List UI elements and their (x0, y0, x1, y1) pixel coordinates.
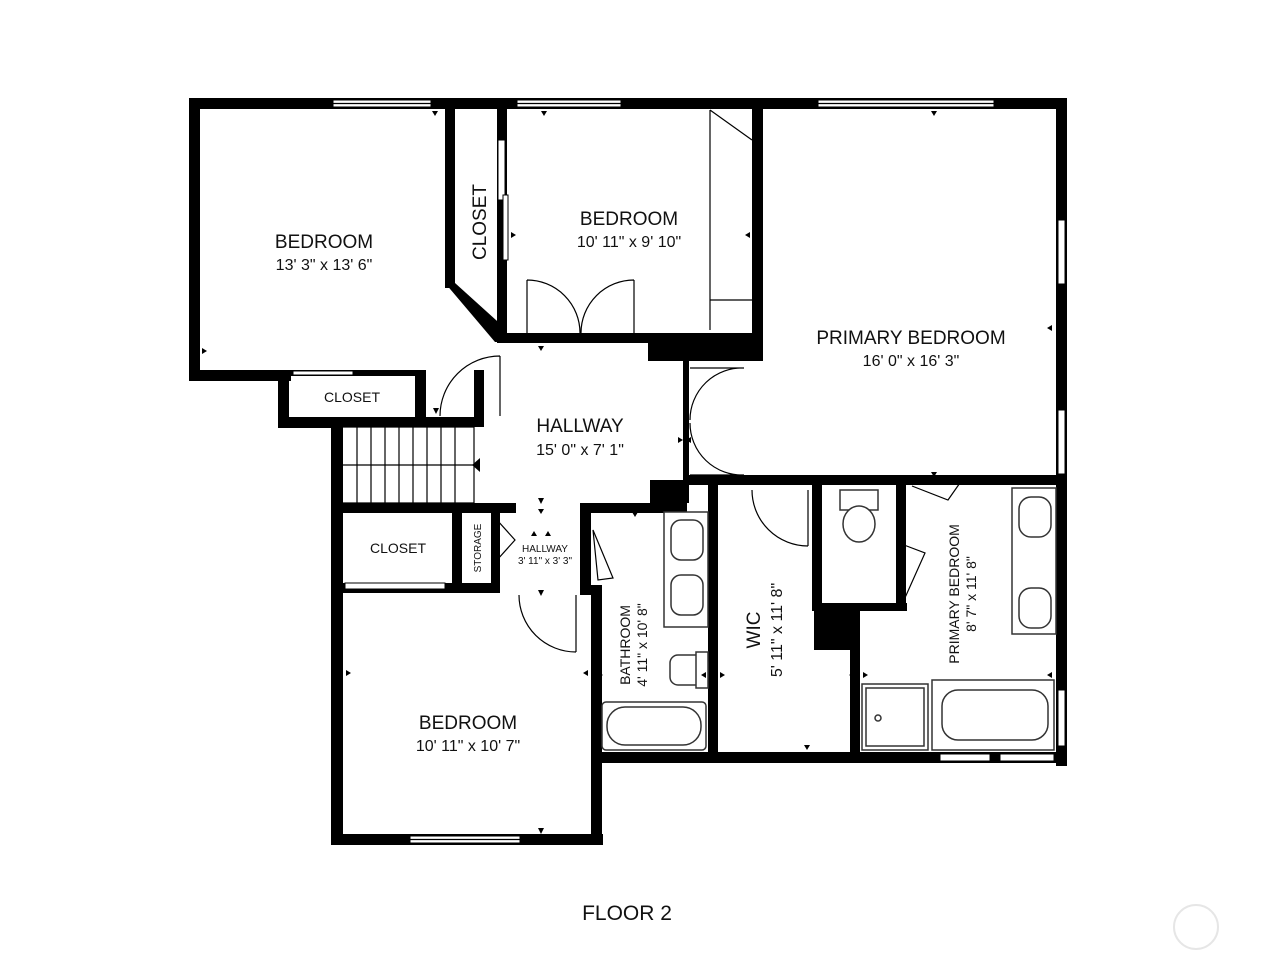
room-name-wic: WIC (744, 612, 765, 649)
room-name-bedroom-nw: BEDROOM (275, 232, 373, 253)
room-name-storage: STORAGE (473, 523, 484, 572)
room-name-primary-bath: PRIMARY BEDROOM (946, 524, 962, 664)
room-dims-primary-bedroom: 16' 0" x 16' 3" (863, 353, 960, 370)
room-name-closet-vertical: CLOSET (470, 184, 491, 260)
room-dims-wic: 5' 11" x 11' 8" (769, 583, 786, 677)
room-name-closet-w: CLOSET (370, 540, 426, 556)
doors (292, 109, 963, 653)
room-name-bathroom: BATHROOM (617, 605, 633, 685)
room-name-hallway: HALLWAY (536, 416, 624, 437)
stairs (343, 426, 480, 504)
dimension-ticks (202, 111, 1052, 834)
room-dims-hallway-small: 3' 11" x 3' 3" (518, 556, 573, 567)
room-dims-bathroom: 4' 11" x 10' 8" (634, 603, 650, 687)
room-name-primary-bedroom: PRIMARY BEDROOM (816, 328, 1005, 349)
room-name-hallway-small: HALLWAY (522, 544, 568, 555)
room-dims-hallway: 15' 0" x 7' 1" (536, 442, 624, 459)
room-labels: BEDROOM 13' 3" x 13' 6" BEDROOM 10' 11" … (275, 184, 1006, 925)
room-name-bedroom-s: BEDROOM (419, 713, 517, 734)
floor-label: FLOOR 2 (582, 902, 672, 925)
windows (332, 99, 1066, 844)
room-name-closet-nw: CLOSET (324, 389, 380, 405)
watermark-logo (1173, 904, 1219, 950)
room-dims-bedroom-nw: 13' 3" x 13' 6" (276, 257, 373, 274)
fixtures (601, 487, 1057, 751)
room-name-bedroom-n: BEDROOM (580, 209, 678, 230)
room-dims-bedroom-s: 10' 11" x 10' 7" (416, 738, 520, 755)
room-dims-bedroom-n: 10' 11" x 9' 10" (577, 234, 681, 251)
room-dims-primary-bath: 8' 7" x 11' 8" (963, 556, 979, 632)
